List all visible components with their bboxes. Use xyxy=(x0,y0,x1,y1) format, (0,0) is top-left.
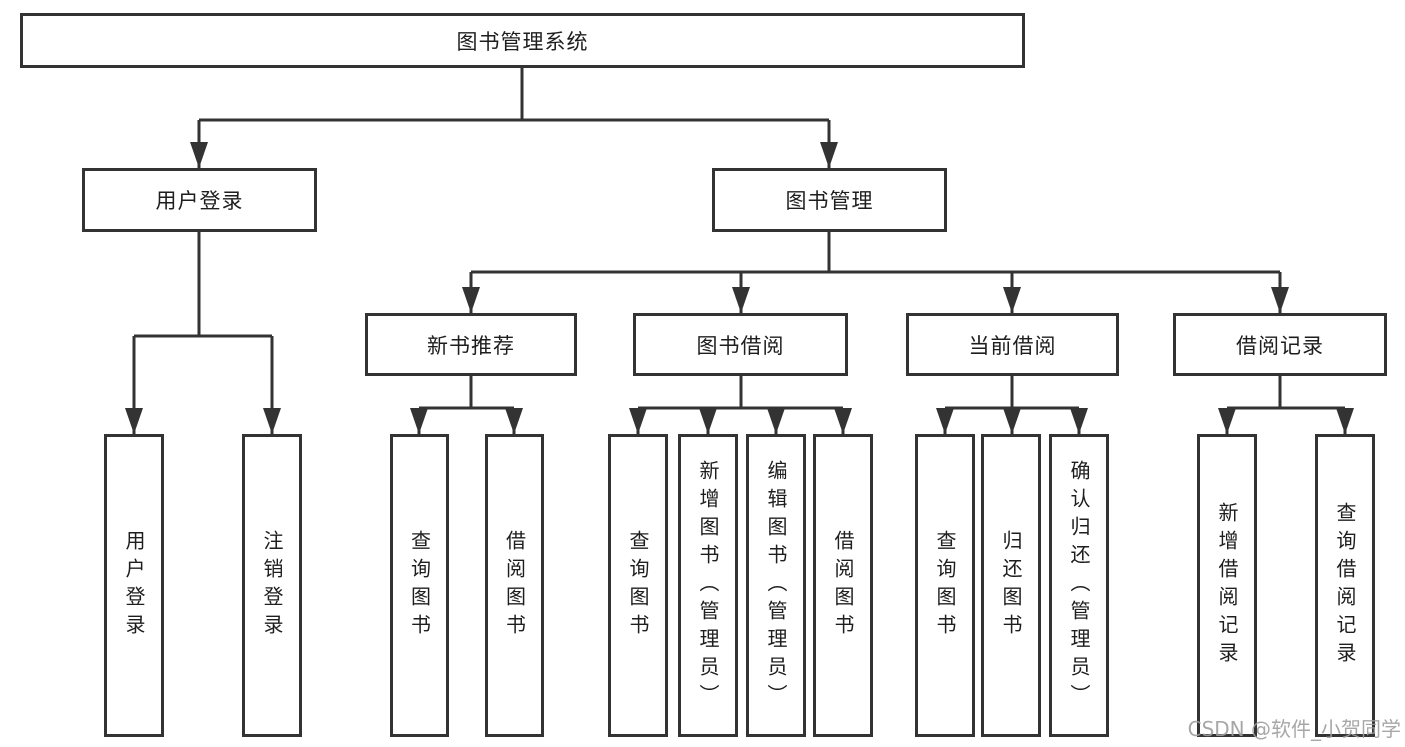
node-book-borrow-label: 图书借阅 xyxy=(696,333,785,358)
node-new-book-recommend-label: 新书推荐 xyxy=(427,333,515,358)
leaf-query-books-borrow: 查询图书 xyxy=(608,434,668,737)
leaf-add-book-admin: 新增图书（管理员） xyxy=(678,434,738,737)
leaf-edit-book-admin: 编辑图书（管理员） xyxy=(746,434,806,737)
watermark-text: CSDN @软件_小贺同学 xyxy=(1187,717,1401,741)
leaf-confirm-return-admin-label: 确认归还（管理员） xyxy=(1067,459,1091,712)
node-borrow-records-label: 借阅记录 xyxy=(1236,333,1324,358)
leaf-add-borrow-record: 新增借阅记录 xyxy=(1197,434,1257,737)
leaf-return-books-label: 归还图书 xyxy=(999,529,1023,642)
node-root-system-label: 图书管理系统 xyxy=(456,29,589,54)
leaf-logout-label: 注销登录 xyxy=(260,529,284,642)
leaf-return-books: 归还图书 xyxy=(981,434,1041,737)
leaf-confirm-return-admin: 确认归还（管理员） xyxy=(1049,434,1109,737)
leaf-query-books-current-label: 查询图书 xyxy=(933,529,957,642)
node-user-login-label: 用户登录 xyxy=(155,189,244,213)
leaf-query-borrow-record-label: 查询借阅记录 xyxy=(1333,501,1357,670)
node-root-system: 图书管理系统 xyxy=(20,13,1025,68)
leaf-borrow-books-label: 借阅图书 xyxy=(831,529,855,642)
leaf-query-books-current: 查询图书 xyxy=(915,434,975,737)
leaf-borrow-books: 借阅图书 xyxy=(813,434,873,737)
node-borrow-records: 借阅记录 xyxy=(1173,313,1387,376)
leaf-user-login-label: 用户登录 xyxy=(122,529,146,642)
leaf-add-book-admin-label: 新增图书（管理员） xyxy=(696,459,720,712)
node-book-management-label: 图书管理 xyxy=(785,189,874,213)
leaf-query-books-recommend-label: 查询图书 xyxy=(407,529,432,642)
leaf-add-borrow-record-label: 新增借阅记录 xyxy=(1215,501,1239,670)
node-new-book-recommend: 新书推荐 xyxy=(365,313,577,376)
leaf-query-borrow-record: 查询借阅记录 xyxy=(1315,434,1375,737)
leaf-query-books-borrow-label: 查询图书 xyxy=(626,529,650,642)
node-current-borrow-label: 当前借阅 xyxy=(968,333,1057,358)
leaf-borrow-books-recommend: 借阅图书 xyxy=(485,434,544,737)
node-book-management: 图书管理 xyxy=(712,168,947,232)
leaf-logout: 注销登录 xyxy=(242,434,302,737)
leaf-user-login: 用户登录 xyxy=(104,434,164,737)
leaf-borrow-books-recommend-label: 借阅图书 xyxy=(502,529,527,642)
leaf-edit-book-admin-label: 编辑图书（管理员） xyxy=(764,459,788,712)
leaf-query-books-recommend: 查询图书 xyxy=(390,434,449,737)
node-user-login: 用户登录 xyxy=(82,168,317,232)
node-current-borrow: 当前借阅 xyxy=(906,313,1119,376)
node-book-borrow: 图书借阅 xyxy=(633,313,848,376)
